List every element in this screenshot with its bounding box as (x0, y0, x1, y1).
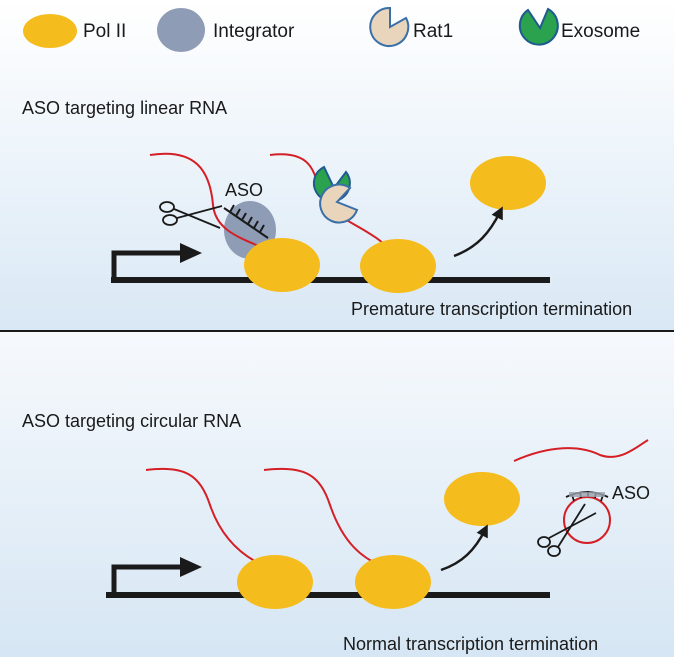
integrator-legend-icon (157, 8, 205, 52)
rat1 (319, 183, 359, 224)
aso-oligo-top (223, 204, 269, 239)
circular-panel-title: ASO targeting circular RNA (22, 411, 242, 431)
pol2-1 (244, 238, 320, 292)
pol2-legend-icon (23, 14, 77, 48)
scissors-bottom-icon (537, 503, 597, 557)
circular-panel-caption: Normal transcription termination (343, 634, 599, 654)
rat1-legend-label: Rat1 (413, 21, 454, 42)
rat1-legend-icon (369, 6, 410, 47)
pol2-2 (360, 239, 436, 293)
released-pol2-top (470, 156, 546, 210)
linear-panel-caption: Premature transcription termination (351, 299, 633, 319)
bottom-panel-background (0, 332, 674, 657)
scissors-top-icon (159, 201, 223, 229)
linear-panel-title: ASO targeting linear RNA (22, 98, 228, 118)
integrator-legend-label: Integrator (213, 21, 295, 42)
promoter-arrowhead-top (180, 243, 202, 263)
aso-backbone-bottom (569, 492, 605, 497)
released-pol2-bottom (444, 472, 520, 526)
pol2-3 (237, 555, 313, 609)
exosome-legend-icon (518, 7, 559, 46)
released-rna (513, 439, 649, 462)
nascent-rna-3 (145, 467, 276, 571)
release-arrow-bottom (440, 524, 488, 572)
nascent-rna-4 (263, 467, 393, 571)
release-arrow-top (453, 206, 503, 258)
legend (23, 6, 559, 52)
promoter-arrowhead-bottom (180, 557, 202, 577)
pol2-legend-label: Pol II (83, 21, 127, 42)
exosome-legend-label: Exosome (561, 21, 641, 42)
aso-label-top: ASO (225, 180, 264, 200)
aso-label-bottom: ASO (612, 483, 651, 503)
nascent-rna-1 (149, 152, 279, 256)
promoter-arrow-bottom (111, 564, 185, 595)
pol2-4 (355, 555, 431, 609)
promoter-arrow-top (111, 250, 185, 280)
